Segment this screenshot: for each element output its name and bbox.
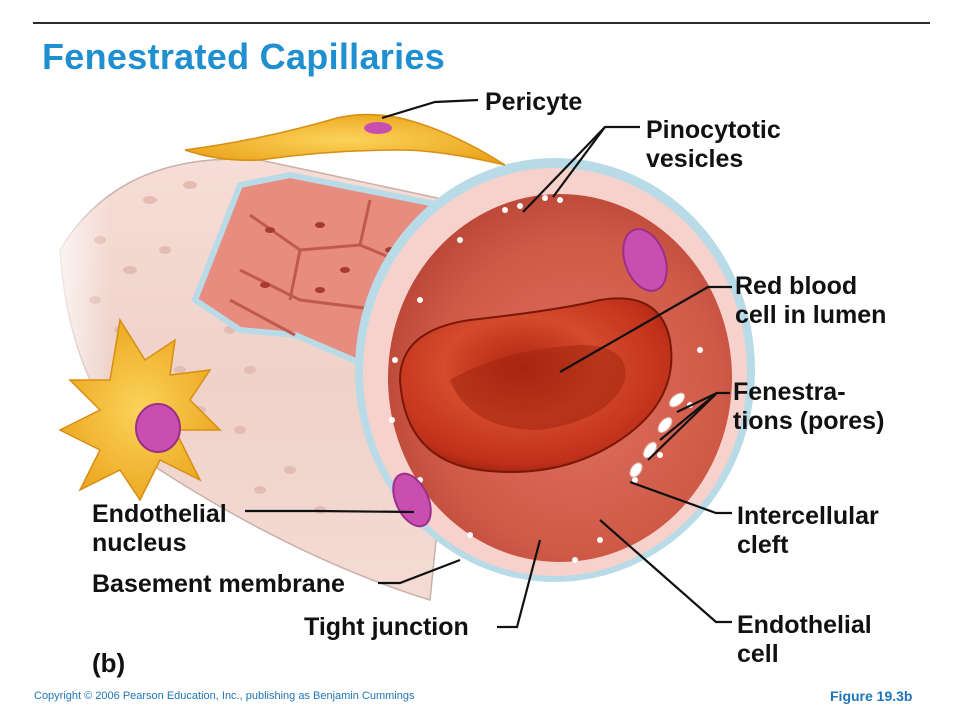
leader-lines (245, 98, 732, 629)
label-endothelial-nucleus: Endothelial nucleus (92, 500, 227, 557)
label-pinocytotic-vesicles: Pinocytotic vesicles (646, 116, 781, 173)
footer-figure-number: Figure 19.3b (830, 688, 913, 704)
panel-letter: (b) (92, 648, 126, 678)
footer-copyright: Copyright © 2006 Pearson Education, Inc.… (34, 690, 415, 702)
label-pericyte: Pericyte (485, 88, 583, 116)
label-tight-junction: Tight junction (304, 613, 469, 641)
pericyte-cell-lower (58, 317, 222, 502)
label-basement-membrane: Basement membrane (92, 570, 345, 598)
vessel-cross-section (355, 158, 755, 582)
slide-title: Fenestrated Capillaries (42, 36, 446, 77)
label-intercellular-cleft: Intercellular cleft (737, 502, 879, 559)
top-rule (33, 22, 930, 24)
label-endothelial-cell: Endothelial cell (737, 611, 872, 668)
label-fenestrations: Fenestra- tions (pores) (733, 378, 885, 435)
label-red-blood-cell: Red blood cell in lumen (735, 272, 887, 329)
pericyte-cell (184, 113, 506, 166)
